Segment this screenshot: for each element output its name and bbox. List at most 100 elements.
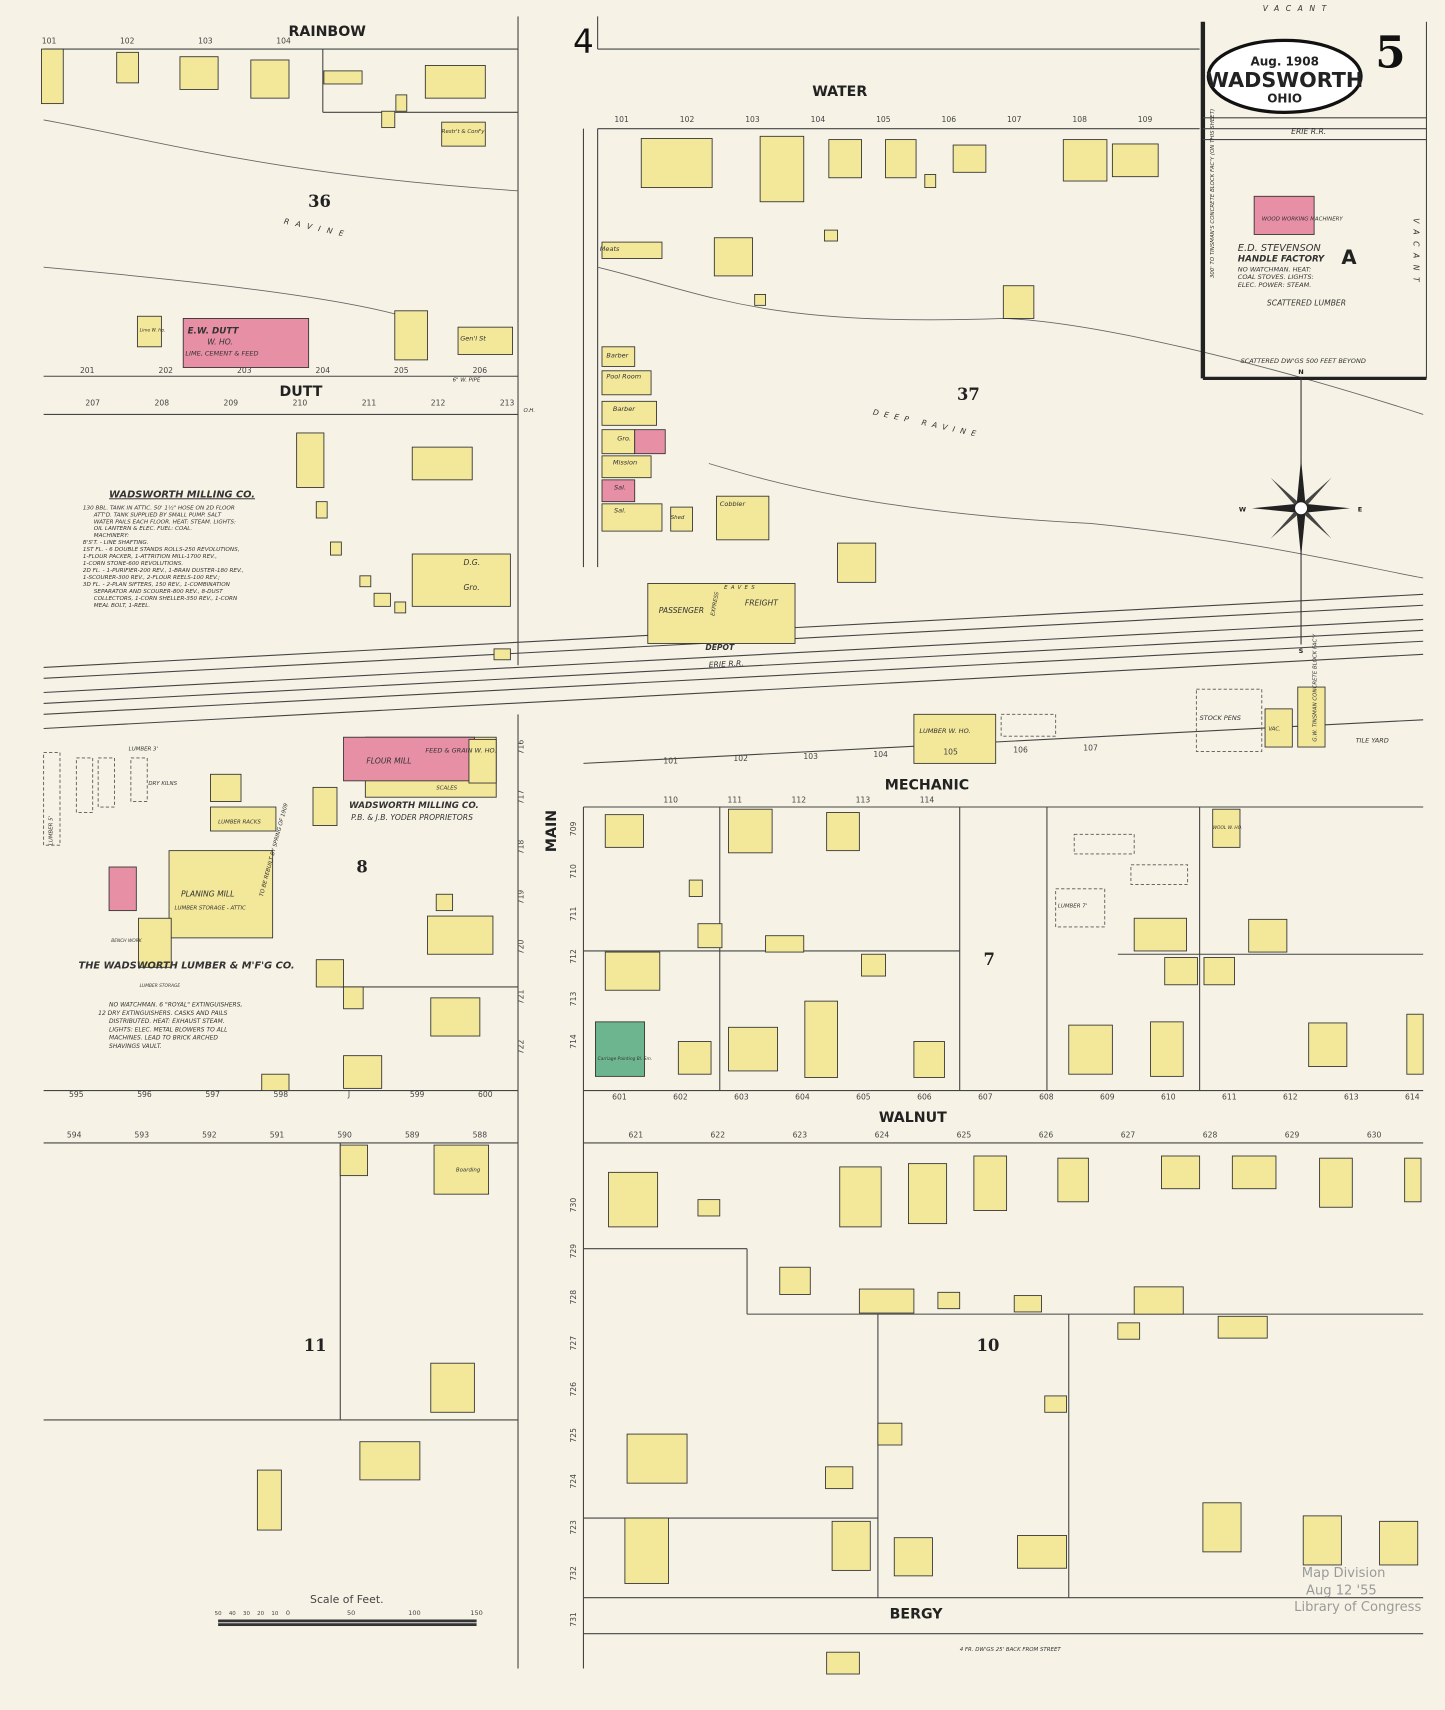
label-genl-st: Gen'l St [460, 334, 486, 342]
house-number: 113 [856, 796, 871, 805]
mill-owner-1: WADSWORTH MILLING CO. [349, 801, 479, 811]
street-walnut: WALNUT [879, 1110, 947, 1126]
house-number: 202 [158, 366, 173, 375]
stamp-line-1: Map Division [1302, 1566, 1386, 1581]
adjoining-sheet-number: 4 [573, 22, 594, 60]
house-number: 593 [134, 1130, 149, 1139]
label-express: EXPRESS [710, 591, 720, 617]
building [261, 1073, 290, 1091]
building [861, 953, 886, 977]
scale-tick: 150 [470, 1609, 482, 1617]
label-water-pipe: 6" W. PIPE [453, 378, 481, 384]
label-dry-kilns: DRY KILNS [148, 781, 177, 787]
building [210, 773, 242, 802]
building [256, 1469, 282, 1531]
building [373, 592, 391, 607]
street-mechanic: MECHANIC [885, 778, 969, 794]
house-number: 112 [792, 796, 807, 805]
label-shed: Shed [671, 515, 685, 521]
milling-title: WADSWORTH MILLING CO. [109, 489, 255, 500]
note-line: DISTRIBUTED. HEAT: EXHAUST STEAM. [109, 1018, 225, 1025]
building [457, 326, 514, 355]
note-line: 12 DRY EXTINGUISHERS. CASKS AND PAILS [98, 1010, 228, 1017]
house-number: 110 [663, 796, 678, 805]
note-line: 1-SCOURER-300 REV., 2-FLOUR REELS-100 RE… [83, 575, 220, 581]
label-sal-1: Sal. [614, 484, 626, 492]
house-number: 609 [1100, 1092, 1115, 1101]
building [601, 503, 663, 532]
house-number: 605 [856, 1092, 871, 1101]
note-line: WATER PAILS EACH FLOOR. HEAT: STEAM. LIG… [94, 519, 236, 525]
house-number: 716 [516, 740, 525, 755]
inset-letter: A [1341, 246, 1357, 269]
house-number: 106 [1013, 745, 1028, 754]
building [1319, 1157, 1353, 1208]
note-line: MEAL BOLT, 1-REEL. [94, 603, 151, 609]
note-line: SEPARATOR AND SCOURER-800 REV., 8-DUST [94, 589, 223, 595]
street-labels: RAINBOW WATER DUTT MECHANIC MAIN WALNUT … [280, 24, 970, 1622]
house-number: 613 [1344, 1092, 1359, 1101]
stamp-line-3: Library of Congress [1294, 1600, 1421, 1615]
label-vac: VAC. [1268, 727, 1281, 733]
building [1002, 285, 1035, 319]
house-number: 107 [1007, 115, 1022, 124]
inset-text: VACANT VACANT ERIE R.R. WOOD WORKING MAC… [1210, 4, 1421, 365]
label-feed-grain: FEED & GRAIN W. HO. [425, 746, 496, 754]
scale-title: Scale of Feet. [310, 1593, 384, 1606]
building [913, 713, 997, 764]
house-number: 211 [362, 399, 377, 408]
label-eaves: EAVES [724, 585, 758, 591]
building [973, 1155, 1008, 1211]
sheet-number: 5 [1375, 28, 1405, 79]
map-date: Aug. 1908 [1250, 54, 1318, 68]
building [108, 866, 137, 912]
house-number: 114 [920, 796, 935, 805]
label-planing-mill: PLANING MILL [181, 889, 234, 898]
building [435, 893, 454, 912]
house-number: 599 [410, 1090, 425, 1099]
building [296, 432, 325, 488]
inset-vacant-top: VACANT [1263, 4, 1333, 13]
building [952, 144, 987, 173]
label-boarding: Boarding [456, 1167, 481, 1173]
house-number: 614 [1405, 1092, 1420, 1101]
house-number: 725 [569, 1428, 578, 1443]
building [1068, 1024, 1113, 1075]
label-lumber-wh: LUMBER W. HO. [919, 727, 970, 735]
house-number: 611 [1222, 1092, 1237, 1101]
building [825, 1466, 854, 1490]
label-lumber-storage: LUMBER STORAGE [140, 983, 181, 989]
building [1057, 1157, 1089, 1203]
house-number: 203 [237, 366, 252, 375]
house-number: 610 [1161, 1092, 1176, 1101]
building [312, 786, 338, 826]
label-restr: Restr't & Conf'y [442, 129, 486, 135]
house-number: 104 [873, 750, 888, 759]
lumber-co-name: THE WADSWORTH LUMBER & M'F'G CO. [79, 960, 295, 971]
inset-side-note: 300' TO TINSMAN'S CONCRETE BLOCK FAC'Y (… [1210, 109, 1216, 278]
house-number: 104 [276, 37, 291, 46]
house-number: 723 [569, 1520, 578, 1535]
house-number: 102 [680, 115, 695, 124]
house-number: 731 [569, 1612, 578, 1627]
house-number: 726 [569, 1382, 578, 1397]
building [608, 1171, 659, 1228]
label-scales: SCALES [436, 786, 457, 792]
building [858, 1288, 915, 1314]
house-number: 107 [1083, 743, 1098, 752]
building [430, 1362, 475, 1413]
railroad-label: ERIE R.R. [709, 659, 744, 670]
house-number: 729 [569, 1244, 578, 1259]
house-number: 101 [663, 756, 678, 765]
buildings-layer [41, 48, 1424, 1675]
building [728, 1026, 779, 1072]
label-sal-2: Sal. [614, 507, 626, 515]
building [381, 110, 396, 129]
house-number: 712 [569, 949, 578, 964]
building [688, 879, 703, 897]
label-barber-1: Barber [606, 352, 629, 360]
building [394, 601, 407, 614]
stamp-line-2: Aug 12 '55 [1306, 1583, 1377, 1598]
building [315, 501, 328, 519]
house-number: 106 [942, 115, 957, 124]
